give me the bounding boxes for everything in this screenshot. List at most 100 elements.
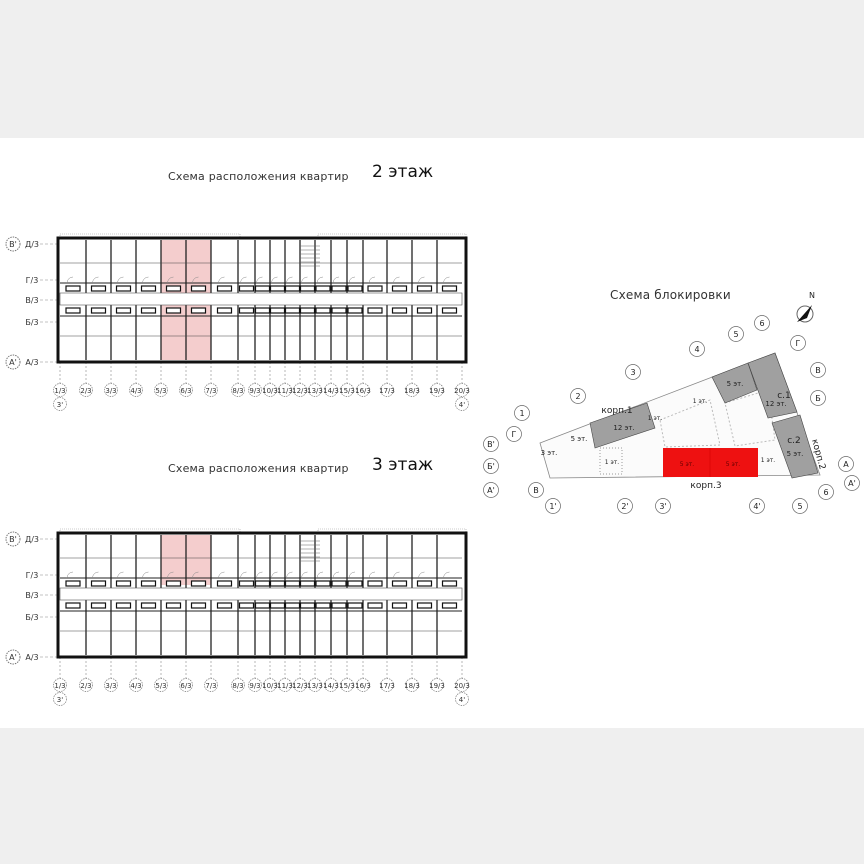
door-swing [256, 571, 263, 579]
outer-column-axis-label: 3' [57, 401, 63, 409]
axis-label: 5 [797, 502, 802, 511]
door-swing [301, 276, 308, 284]
door-swing [348, 571, 356, 579]
column-axis-marker [154, 383, 168, 397]
column-axis-marker [356, 383, 370, 397]
korp-3-label: корп.3 [690, 481, 721, 491]
bathroom-block [254, 285, 271, 292]
bathroom-block [269, 580, 286, 587]
door-swing [316, 571, 324, 579]
axis-label: 6 [759, 319, 764, 328]
bathroom-block [65, 580, 81, 587]
column-axis-marker [356, 678, 370, 692]
column-axis-marker [248, 383, 262, 397]
column-axis-label: 6/3 [180, 387, 191, 395]
bathroom-block [284, 307, 301, 314]
door-swing [443, 276, 450, 284]
bathroom-block [315, 307, 331, 314]
row-axis-label: А/3 [25, 358, 38, 367]
axis-label: 3 [630, 368, 635, 377]
bathroom-block [90, 602, 107, 609]
bathroom-block [441, 307, 458, 314]
door-swing [286, 571, 293, 579]
axis-marker [655, 498, 671, 514]
axis-marker [483, 436, 499, 452]
column-axis-label: 7/3 [205, 387, 216, 395]
column-axis-label: 20/3 [454, 387, 470, 395]
door-swing [393, 571, 400, 579]
axis-label: В [533, 486, 539, 495]
door-swing [117, 571, 124, 579]
bathroom-block [115, 307, 132, 314]
column-axis-marker [430, 678, 444, 692]
column-axis-label: 11/3 [277, 387, 293, 395]
axis-marker [483, 458, 499, 474]
column-axis-label: 4/3 [130, 387, 141, 395]
column-axis-marker [340, 678, 354, 692]
korp-1-5fl-label: 5 эт. [571, 435, 588, 443]
column-axis-label: 11/3 [277, 682, 293, 690]
bathroom-block [299, 307, 316, 314]
korp-2-s1-floors: 12 эт. [765, 400, 786, 408]
bathroom-block [140, 580, 157, 587]
row-axis-label: Д/3 [25, 240, 39, 249]
row-axis-label: Д/3 [25, 535, 39, 544]
axis-label: Г [796, 339, 801, 348]
blocking-title: Схема блокировки [610, 288, 731, 302]
bathroom-block [254, 580, 271, 587]
door-swing [418, 571, 425, 579]
door-swing [316, 276, 324, 284]
column-axis-label: 16/3 [355, 387, 371, 395]
bathroom-block [441, 285, 458, 292]
one-floor-label: 1 эт. [605, 459, 620, 466]
bathroom-block [90, 580, 107, 587]
axis-marker [749, 498, 765, 514]
row-axis-label: Б/3 [25, 613, 38, 622]
column-axis-label: 13/3 [307, 387, 323, 395]
korp-2-5fl-label: 5 эт. [727, 380, 744, 388]
column-axis-label: 7/3 [205, 682, 216, 690]
outer-column-axis-marker [455, 692, 469, 706]
bathroom-block [190, 580, 207, 587]
column-axis-marker [154, 678, 168, 692]
plan-3-floor-label: 3 этаж [372, 455, 434, 475]
bathroom-block [140, 285, 157, 292]
column-axis-marker [308, 678, 322, 692]
column-axis-marker [455, 383, 469, 397]
door-swing [301, 571, 308, 579]
column-axis-label: 17/3 [379, 682, 395, 690]
column-axis-label: 6/3 [180, 682, 191, 690]
axis-label: 1' [549, 502, 556, 511]
row-axis-label: Г/3 [26, 276, 39, 285]
door-swing [167, 571, 174, 579]
bathroom-block [315, 580, 331, 587]
door-swing [348, 276, 356, 284]
bathroom-block [416, 602, 433, 609]
door-swing [240, 571, 247, 579]
column-axis-marker [248, 678, 262, 692]
bathroom-block [347, 307, 363, 314]
column-axis-marker [405, 678, 419, 692]
bathroom-block [254, 307, 271, 314]
column-axis-label: 2/3 [80, 387, 91, 395]
axis-label: 2' [621, 502, 628, 511]
bathroom-block [190, 602, 207, 609]
column-axis-marker [430, 383, 444, 397]
door-swing [332, 276, 340, 284]
column-axis-marker [231, 678, 245, 692]
bathroom-block [331, 307, 347, 314]
column-axis-label: 3/3 [105, 682, 116, 690]
axis-marker [790, 335, 806, 351]
column-axis-label: 20/3 [454, 682, 470, 690]
column-axis-label: 18/3 [404, 387, 420, 395]
column-axis-marker [324, 678, 338, 692]
corridor [59, 292, 463, 306]
door-swing [271, 276, 278, 284]
outer-column-axis-label: 3' [57, 696, 63, 704]
row-axis-label: Б/3 [25, 318, 38, 327]
bathroom-block [165, 285, 182, 292]
column-axis-marker [129, 383, 143, 397]
row-axis-marker [5, 236, 21, 252]
